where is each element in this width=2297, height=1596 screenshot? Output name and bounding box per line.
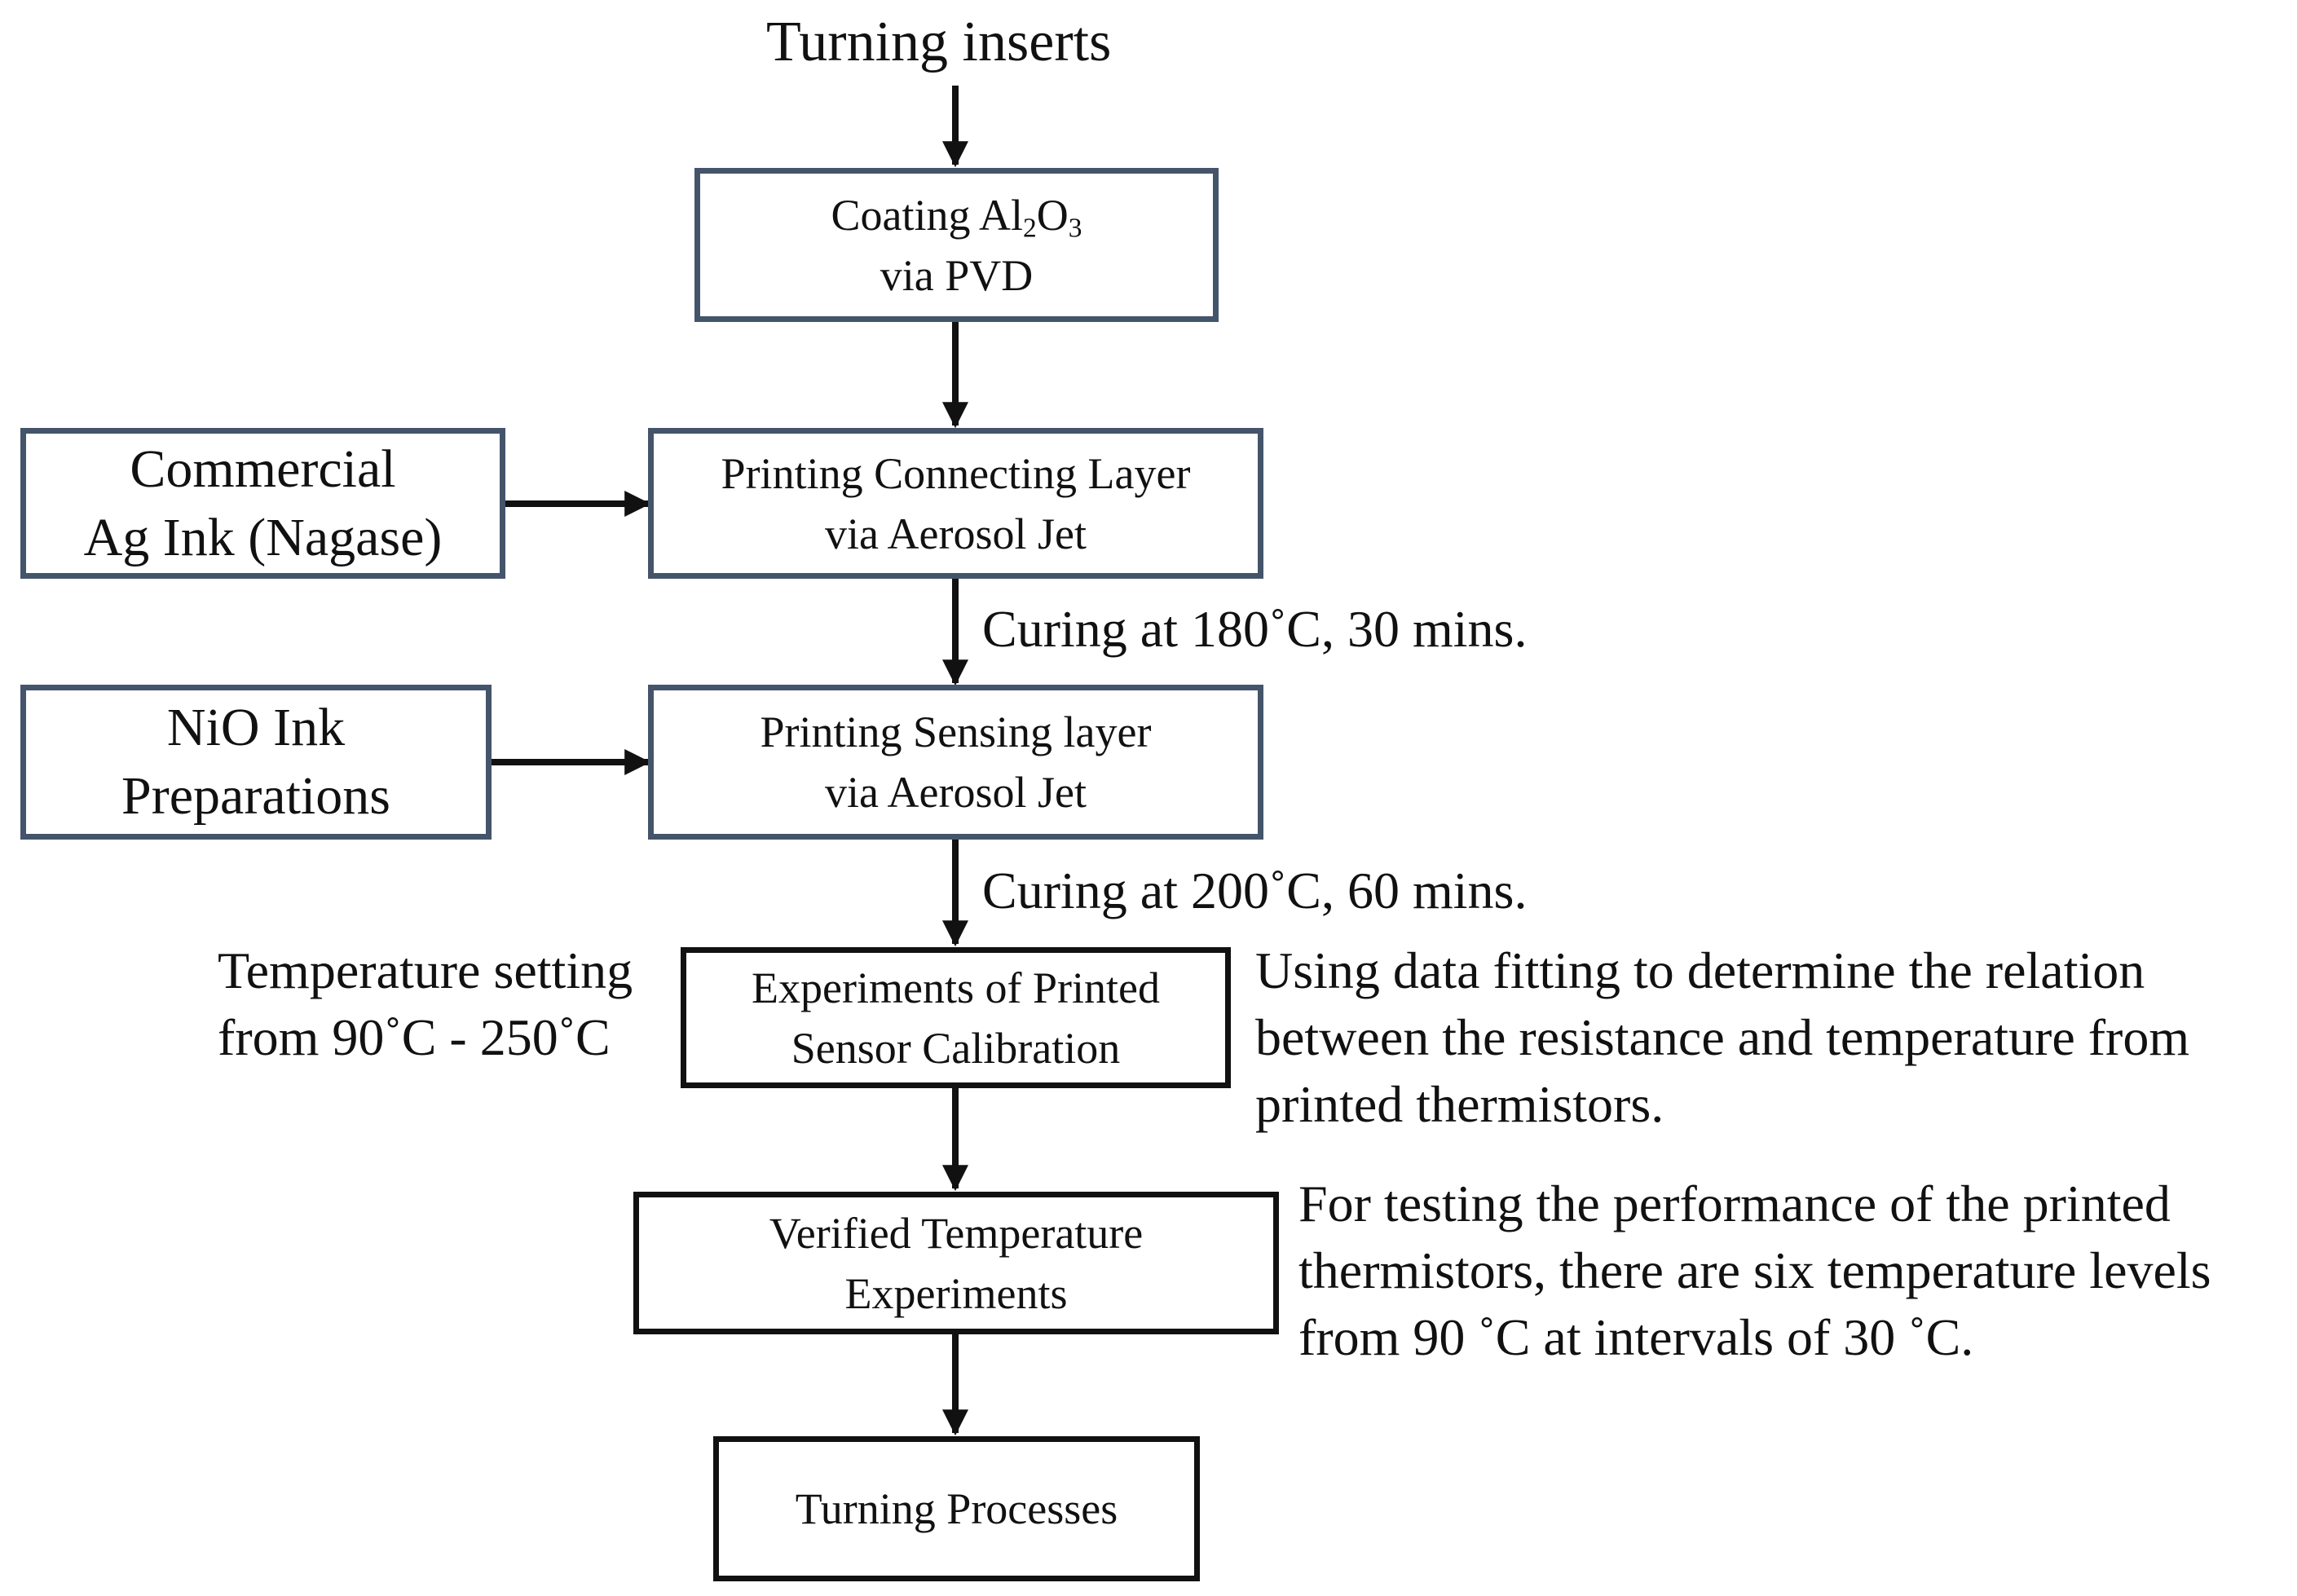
coating-box: Coating Al2O3 via PVD <box>694 168 1219 322</box>
calibration-line1: Experiments of Printed <box>752 963 1160 1012</box>
nio-ink-box: NiO Ink Preparations <box>20 685 492 840</box>
curing-step-1: Curing at 180˚C, 30 mins. <box>982 600 1528 658</box>
calibration-box: Experiments of Printed Sensor Calibratio… <box>681 947 1231 1088</box>
nio-ink-line2: Preparations <box>121 766 390 826</box>
turning-processes-label: Turning Processes <box>795 1484 1118 1533</box>
connecting-layer-method: via Aerosol Jet <box>825 509 1087 558</box>
turning-processes-box: Turning Processes <box>713 1436 1200 1581</box>
curing-step-2: Curing at 200˚C, 60 mins. <box>982 862 1528 919</box>
calibration-line2: Sensor Calibration <box>791 1023 1121 1073</box>
verified-line2: Experiments <box>844 1268 1068 1318</box>
data-fitting-note: Using data fitting to determine the rela… <box>1255 941 2190 1133</box>
ag-ink-line2: Ag Ink (Nagase) <box>83 507 443 567</box>
connecting-layer-title: Printing Connecting Layer <box>721 448 1191 498</box>
top-label: Turning inserts <box>766 11 1112 73</box>
ag-ink-box: Commercial Ag Ink (Nagase) <box>20 428 505 579</box>
testing-note: For testing the performance of the print… <box>1298 1175 2211 1366</box>
verified-line1: Verified Temperature <box>769 1208 1144 1258</box>
temperature-setting-note: Temperature setting from 90˚C - 250˚C <box>218 941 633 1066</box>
coating-formula: Coating Al2O3 <box>831 190 1082 243</box>
sensing-layer-box: Printing Sensing layer via Aerosol Jet <box>648 685 1263 840</box>
nio-ink-line1: NiO Ink <box>166 698 346 757</box>
sensing-layer-method: via Aerosol Jet <box>825 768 1087 817</box>
sensing-layer-title: Printing Sensing layer <box>760 708 1152 756</box>
connecting-layer-box: Printing Connecting Layer via Aerosol Je… <box>648 428 1263 579</box>
verified-temperature-box: Verified Temperature Experiments <box>633 1192 1279 1334</box>
coating-box-text: Coating Al2O3 via PVD <box>831 185 1082 306</box>
ag-ink-line1: Commercial <box>130 439 396 499</box>
coating-method: via PVD <box>880 250 1034 300</box>
